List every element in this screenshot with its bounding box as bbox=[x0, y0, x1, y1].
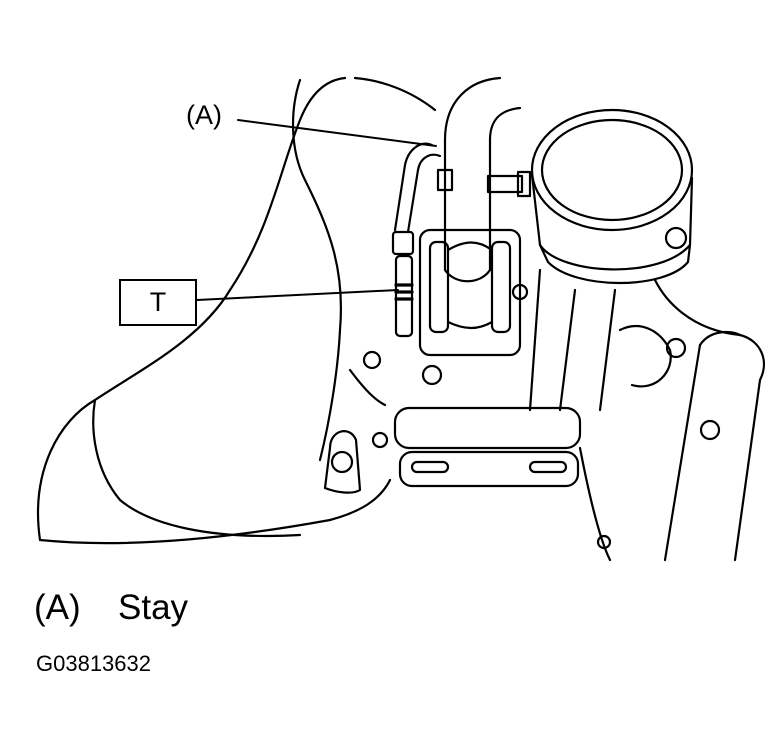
callout-t-box: T bbox=[119, 279, 197, 326]
crossmember-arm bbox=[528, 268, 542, 412]
legend-key: (A) bbox=[34, 588, 81, 627]
callout-t-label: T bbox=[149, 287, 167, 317]
legend: (A) Stay bbox=[34, 588, 188, 628]
stay-tube bbox=[443, 76, 502, 272]
figure-id: G03813632 bbox=[36, 651, 151, 676]
mount-bracket bbox=[418, 228, 522, 357]
leader-line-t bbox=[196, 289, 399, 301]
engine-mount-illustration: (A) T bbox=[36, 76, 765, 562]
lower-plate bbox=[393, 406, 582, 450]
body-panel-outline bbox=[36, 76, 347, 542]
cylinder-top bbox=[530, 108, 694, 232]
legend-label: Stay bbox=[118, 588, 189, 627]
body-panel-inner-edge bbox=[92, 398, 302, 538]
clip bbox=[323, 430, 362, 494]
leader-line-a bbox=[237, 119, 437, 147]
line-drawing bbox=[36, 76, 765, 562]
callout-a-label: (A) bbox=[186, 100, 222, 130]
